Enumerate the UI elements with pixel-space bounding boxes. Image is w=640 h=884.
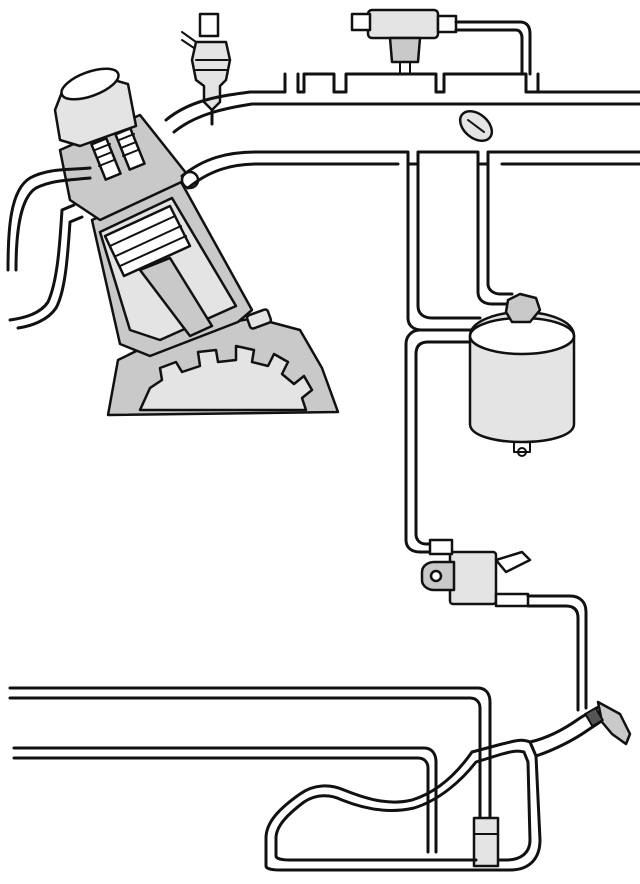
purge-valve [458,109,494,143]
solenoid-valve [420,538,588,712]
fuel-tank [264,700,632,872]
idle-air-valve [350,8,532,76]
charcoal-canister [468,292,576,457]
fuel-line [8,686,492,854]
intake-manifold [164,72,640,190]
engine-cylinder [53,67,340,417]
vapor-line [404,162,514,554]
engine-hoses [6,166,92,330]
